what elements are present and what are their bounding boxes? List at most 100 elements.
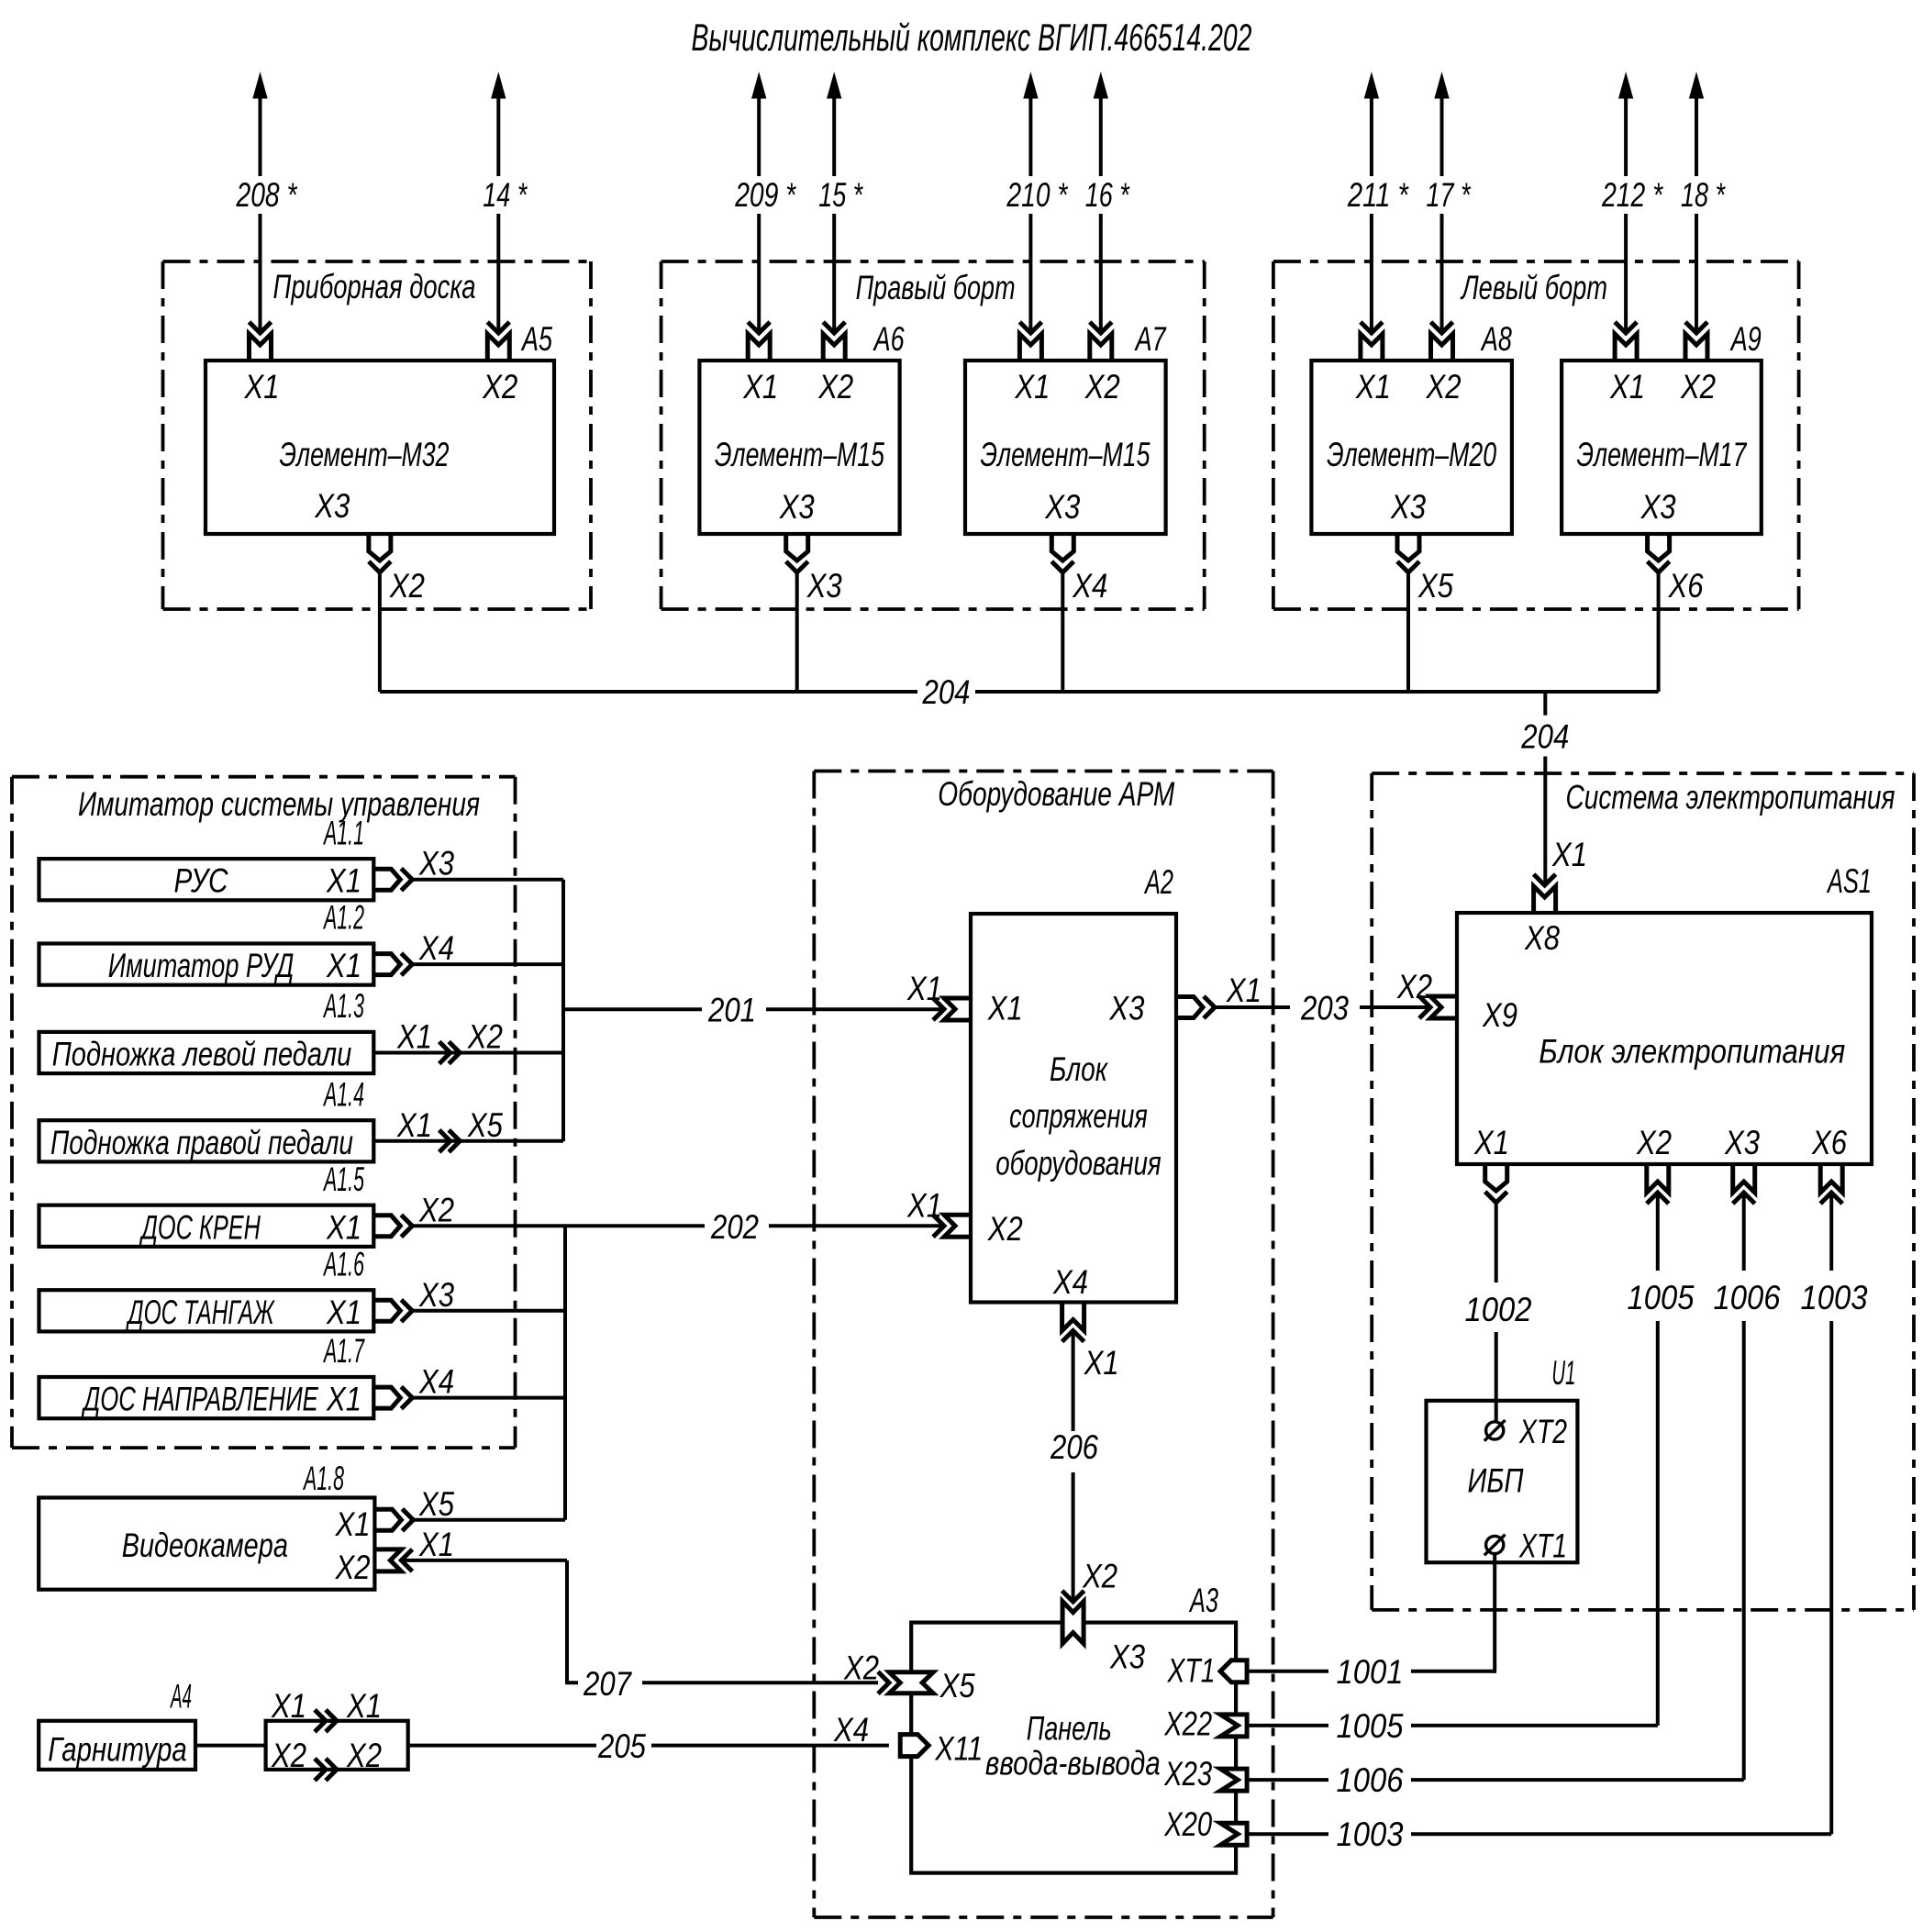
svg-text:X2: X2 — [1680, 368, 1716, 405]
svg-text:А8: А8 — [1480, 320, 1512, 358]
svg-text:X20: X20 — [1163, 1805, 1212, 1843]
svg-text:ДОС НАПРАВЛЕНИЕ: ДОС НАПРАВЛЕНИЕ — [81, 1381, 318, 1418]
svg-text:X3: X3 — [1640, 488, 1676, 526]
svg-text:X2: X2 — [1636, 1124, 1672, 1161]
svg-text:X3: X3 — [779, 488, 815, 526]
svg-text:X1: X1 — [742, 368, 778, 405]
svg-text:Панель: Панель — [1027, 1709, 1112, 1747]
svg-text:сопряжения: сопряжения — [1009, 1097, 1148, 1135]
svg-text:X22: X22 — [1163, 1704, 1212, 1742]
svg-text:X3: X3 — [1724, 1124, 1760, 1161]
svg-text:208 *: 208 * — [236, 176, 298, 214]
svg-text:204: 204 — [922, 673, 971, 711]
svg-text:X2: X2 — [1082, 1558, 1117, 1595]
svg-text:А1.1: А1.1 — [323, 814, 364, 851]
svg-text:Блок электропитания: Блок электропитания — [1539, 1033, 1845, 1071]
svg-text:X1: X1 — [326, 1208, 361, 1246]
svg-text:X1: X1 — [346, 1687, 382, 1725]
svg-text:205: 205 — [597, 1727, 646, 1765]
svg-text:AS1: AS1 — [1827, 862, 1872, 900]
svg-text:X2: X2 — [1396, 968, 1432, 1005]
svg-text:X2: X2 — [843, 1649, 879, 1686]
svg-text:X4: X4 — [1052, 1263, 1088, 1301]
svg-text:1006: 1006 — [1337, 1761, 1404, 1799]
svg-text:X2: X2 — [335, 1549, 371, 1586]
svg-text:206: 206 — [1050, 1428, 1098, 1466]
svg-text:Система электропитания: Система электропитания — [1566, 779, 1895, 816]
svg-text:А5: А5 — [521, 320, 553, 358]
svg-text:202: 202 — [710, 1208, 759, 1246]
svg-text:X6: X6 — [1668, 567, 1704, 605]
svg-text:X2: X2 — [987, 1210, 1023, 1248]
svg-text:Элемент–М20: Элемент–М20 — [1327, 436, 1496, 473]
svg-text:X1: X1 — [1355, 368, 1391, 405]
svg-text:ДОС КРЕН: ДОС КРЕН — [139, 1208, 261, 1246]
svg-text:ДОС ТАНГАЖ: ДОС ТАНГАЖ — [126, 1294, 275, 1331]
svg-text:X3: X3 — [418, 1276, 454, 1314]
svg-text:X3: X3 — [806, 567, 842, 605]
svg-text:X1: X1 — [335, 1505, 371, 1543]
svg-text:Правый борт: Правый борт — [856, 269, 1016, 306]
svg-text:U1: U1 — [1551, 1354, 1575, 1392]
svg-text:X3: X3 — [418, 845, 454, 883]
svg-text:X5: X5 — [1417, 567, 1453, 605]
svg-text:16 *: 16 * — [1085, 176, 1130, 214]
svg-text:Гарнитура: Гарнитура — [48, 1731, 186, 1769]
svg-text:А1.6: А1.6 — [323, 1245, 364, 1282]
svg-text:XT1: XT1 — [1518, 1527, 1567, 1564]
svg-text:210 *: 210 * — [1006, 176, 1069, 214]
svg-text:X1: X1 — [326, 947, 361, 984]
svg-text:X2: X2 — [389, 567, 425, 605]
svg-text:1005: 1005 — [1628, 1279, 1695, 1316]
svg-text:X3: X3 — [1109, 1638, 1145, 1675]
svg-text:А1.3: А1.3 — [323, 987, 364, 1025]
svg-text:211 *: 211 * — [1347, 176, 1409, 214]
svg-text:203: 203 — [1300, 990, 1349, 1027]
svg-text:Блок: Блок — [1050, 1050, 1108, 1088]
svg-text:201: 201 — [707, 992, 756, 1029]
svg-text:209 *: 209 * — [734, 176, 796, 214]
svg-text:X2: X2 — [467, 1018, 503, 1056]
svg-text:X1: X1 — [418, 1526, 454, 1563]
svg-text:оборудования: оборудования — [995, 1145, 1162, 1183]
svg-text:X1: X1 — [326, 1381, 361, 1418]
svg-text:Подножка левой педали: Подножка левой педали — [52, 1036, 352, 1073]
svg-text:X9: X9 — [1482, 996, 1517, 1034]
svg-text:1003: 1003 — [1337, 1815, 1404, 1853]
svg-text:X5: X5 — [939, 1667, 975, 1704]
svg-text:X23: X23 — [1163, 1755, 1212, 1793]
svg-text:Элемент–М32: Элемент–М32 — [280, 436, 450, 473]
svg-text:А1.7: А1.7 — [323, 1332, 365, 1370]
svg-text:Приборная доска: Приборная доска — [273, 268, 476, 305]
svg-text:А4: А4 — [170, 1678, 192, 1715]
svg-text:X6: X6 — [1811, 1124, 1847, 1161]
svg-text:Вычислительный комплекс ВГИП.4: Вычислительный комплекс ВГИП.466514.202 — [692, 16, 1252, 59]
svg-text:Имитатор РУД: Имитатор РУД — [108, 947, 295, 984]
svg-text:Оборудование АРМ: Оборудование АРМ — [938, 775, 1174, 813]
svg-text:X1: X1 — [244, 368, 280, 405]
svg-text:Элемент–М17: Элемент–М17 — [1577, 436, 1748, 473]
svg-text:ввода-вывода: ввода-вывода — [985, 1745, 1161, 1782]
svg-text:1006: 1006 — [1714, 1279, 1781, 1316]
svg-text:X1: X1 — [1551, 836, 1587, 873]
svg-text:X3: X3 — [1390, 488, 1426, 526]
svg-text:А9: А9 — [1729, 320, 1761, 358]
svg-text:X2: X2 — [817, 368, 853, 405]
svg-text:А2: А2 — [1144, 863, 1174, 901]
svg-text:X3: X3 — [1109, 990, 1145, 1027]
svg-text:XT2: XT2 — [1518, 1413, 1567, 1450]
svg-text:X2: X2 — [418, 1191, 454, 1228]
svg-text:X1: X1 — [1609, 368, 1645, 405]
svg-text:X1: X1 — [1084, 1344, 1119, 1382]
svg-text:X2: X2 — [271, 1737, 306, 1774]
svg-text:РУС: РУС — [174, 862, 228, 900]
svg-text:А1.8: А1.8 — [303, 1460, 344, 1497]
svg-text:А1.5: А1.5 — [323, 1160, 364, 1198]
svg-text:X1: X1 — [987, 990, 1023, 1027]
svg-text:Видеокамера: Видеокамера — [122, 1527, 288, 1564]
svg-text:X4: X4 — [1072, 567, 1107, 605]
svg-text:X2: X2 — [346, 1737, 382, 1774]
svg-text:А1.2: А1.2 — [323, 899, 364, 937]
svg-text:X1: X1 — [326, 862, 361, 900]
svg-text:X11: X11 — [935, 1729, 984, 1767]
